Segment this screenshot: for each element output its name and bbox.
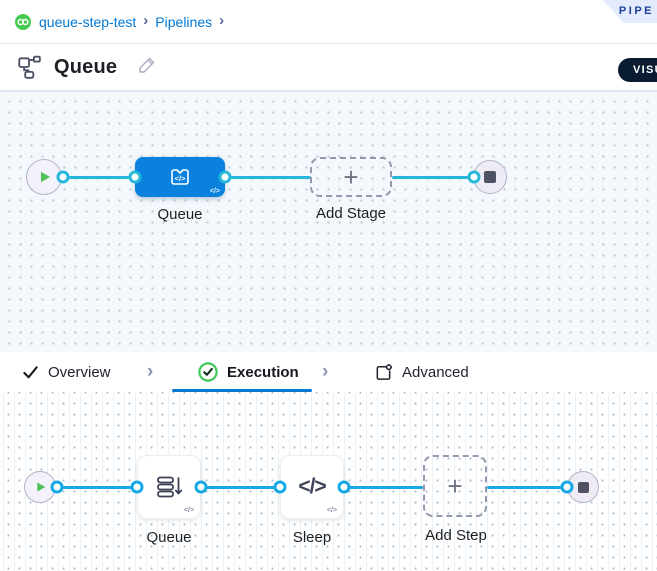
code-badge: </>: [183, 507, 194, 514]
edit-pencil-icon[interactable]: [137, 55, 157, 80]
queue-icon: [157, 476, 183, 498]
stage-link: [225, 175, 311, 179]
step-link: [201, 485, 280, 489]
tab-separator-icon: ›: [322, 361, 329, 382]
stage-link: [392, 175, 474, 179]
custom-stage-icon: </>: [171, 169, 189, 185]
ribbon-label: PIPE: [618, 5, 654, 17]
step-link: [487, 485, 568, 489]
stage-node-queue[interactable]: </> </>: [135, 157, 225, 197]
pipeline-start-node: [26, 159, 62, 195]
stage-canvas[interactable]: </> </> Queue + Add Stage: [0, 91, 657, 353]
project-icon: [14, 13, 32, 31]
plus-icon: +: [343, 162, 359, 192]
tab-execution-label: Execution: [227, 363, 299, 381]
breadcrumb-bar: queue-step-test › Pipelines ›: [0, 0, 657, 44]
breadcrumb-pipelines-link[interactable]: Pipelines: [155, 13, 213, 30]
play-icon: [41, 171, 50, 183]
tab-advanced-label: Advanced: [402, 363, 469, 381]
play-icon: [37, 482, 46, 492]
check-icon: [23, 365, 38, 378]
execution-canvas[interactable]: </> Queue </> </> Sleep + Add Step: [0, 392, 657, 571]
stop-icon: [484, 171, 496, 183]
step-card-queue[interactable]: </>: [137, 455, 201, 519]
port: [337, 480, 351, 494]
breadcrumb-project-link[interactable]: queue-step-test: [39, 13, 137, 30]
success-check-icon: [198, 362, 218, 382]
tab-overview[interactable]: Overview: [22, 352, 111, 392]
pipeline-studio-ribbon: PIPE: [595, 0, 657, 23]
add-step-label: Add Step: [425, 527, 487, 544]
add-stage-label: Add Stage: [315, 205, 387, 222]
code-badge: </>: [326, 507, 337, 514]
port: [50, 480, 64, 494]
add-step-button[interactable]: +: [423, 455, 487, 517]
step-link: [344, 485, 423, 489]
port: [56, 170, 70, 184]
port: [128, 170, 142, 184]
stage-tabbar: Overview › Execution › Advanced: [0, 352, 657, 393]
tab-advanced[interactable]: Advanced: [374, 352, 469, 392]
advanced-gear-icon: [376, 363, 392, 380]
port: [218, 170, 232, 184]
port: [467, 170, 481, 184]
port: [560, 480, 574, 494]
active-tab-underline: [172, 389, 312, 392]
title-bar: Queue: [0, 44, 657, 91]
breadcrumb-separator: ›: [219, 12, 225, 29]
step-label: Sleep: [292, 529, 332, 546]
tab-overview-label: Overview: [48, 363, 111, 381]
pipeline-icon: [16, 54, 42, 80]
breadcrumb-separator: ›: [143, 12, 149, 29]
visual-mode-toggle[interactable]: VISUAL: [618, 58, 657, 82]
svg-text:</>: </>: [175, 174, 186, 183]
breadcrumb: queue-step-test › Pipelines ›: [14, 12, 225, 31]
code-badge: </>: [209, 188, 220, 195]
tab-execution[interactable]: Execution: [198, 352, 299, 392]
step-label: Queue: [146, 529, 192, 546]
stop-icon: [577, 481, 589, 493]
port: [273, 480, 287, 494]
tab-separator-icon: ›: [147, 361, 154, 382]
stage-link: [63, 175, 137, 179]
code-icon: </>: [298, 475, 326, 498]
stage-label: Queue: [157, 206, 203, 223]
step-link: [57, 485, 137, 489]
plus-icon: +: [447, 471, 463, 501]
step-card-sleep[interactable]: </> </>: [280, 455, 344, 519]
port: [130, 480, 144, 494]
port: [194, 480, 208, 494]
add-stage-button[interactable]: +: [310, 157, 392, 197]
page-title: Queue: [54, 55, 118, 78]
